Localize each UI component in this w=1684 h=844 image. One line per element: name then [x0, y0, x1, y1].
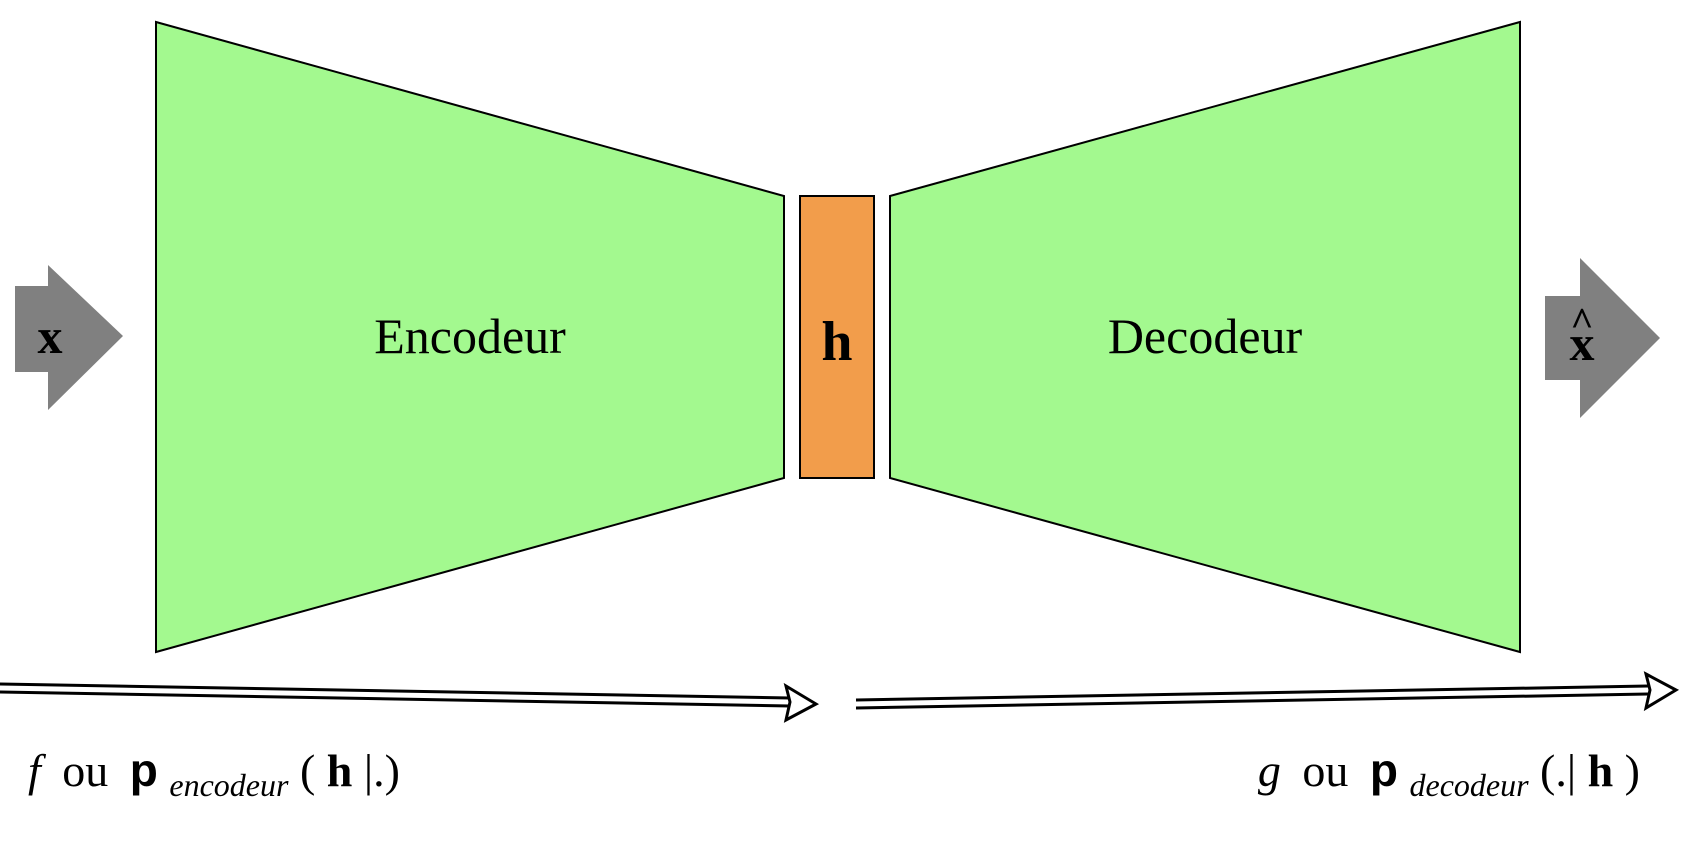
decoder-direction-arrow-icon — [855, 671, 1680, 712]
encoder-formula-func: f — [28, 745, 47, 796]
decoder-formula: g ou p decodeur (.| h ) — [1258, 744, 1640, 806]
encoder-formula-rest: |.) — [364, 745, 400, 796]
decoder-formula-func: g — [1258, 745, 1281, 796]
input-arrow-icon — [15, 265, 123, 410]
encoder-formula-prob: p — [130, 744, 158, 796]
encoder-block — [155, 20, 785, 654]
output-label: x — [1570, 315, 1595, 371]
encoder-formula-open: ( — [300, 745, 315, 796]
decoder-formula-prob: p — [1370, 744, 1398, 796]
decoder-block — [889, 20, 1521, 654]
encoder-formula-h: h — [327, 745, 353, 796]
bottleneck-label: h — [821, 311, 852, 373]
decoder-formula-open: (.| — [1540, 745, 1576, 796]
output-arrow-icon — [1545, 258, 1660, 418]
encoder-formula-conj: ou — [62, 745, 108, 796]
encoder-label: Encodeur — [374, 308, 566, 364]
encoder-formula-subscript: encodeur — [169, 767, 289, 803]
decoder-formula-close: ) — [1625, 745, 1640, 796]
bottleneck-block — [799, 195, 875, 479]
encoder-direction-arrow-icon — [0, 682, 820, 723]
decoder-formula-conj: ou — [1302, 745, 1348, 796]
input-label: x — [38, 308, 63, 364]
decoder-formula-subscript: decodeur — [1409, 767, 1529, 803]
output-hat: ^ — [1570, 299, 1593, 344]
decoder-label: Decodeur — [1108, 308, 1303, 364]
encoder-formula: f ou p encodeur ( h |.) — [28, 744, 400, 806]
decoder-formula-h: h — [1588, 745, 1614, 796]
